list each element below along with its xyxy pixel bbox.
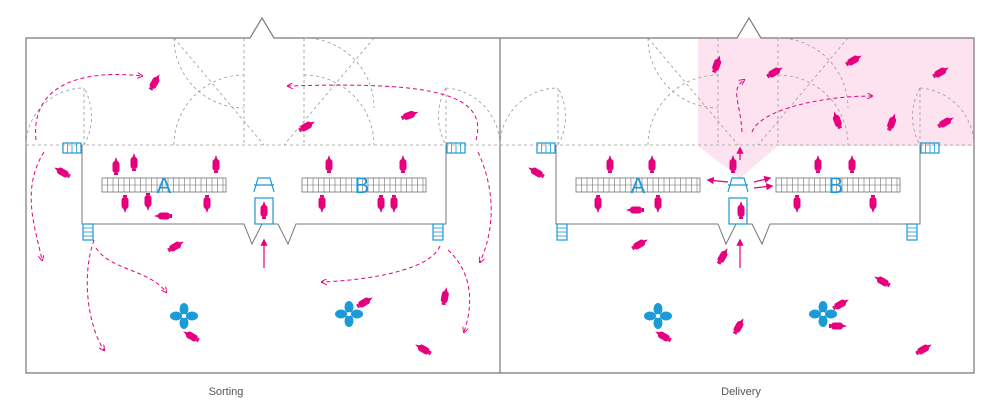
route-path (86, 239, 104, 350)
route-path (736, 80, 744, 133)
robot-icon (793, 195, 801, 213)
robot-icon (716, 248, 728, 265)
robot-icon (631, 239, 648, 251)
building-outline (25, 16, 975, 374)
chute-icon (446, 142, 466, 154)
chute-icon (82, 223, 94, 241)
robot-icon (54, 167, 71, 179)
robot-icon (737, 201, 745, 219)
robot-icon (399, 155, 407, 173)
robot-icon (400, 110, 419, 120)
robot-icon (528, 167, 545, 179)
robot-icon (183, 331, 200, 343)
door-swing-guides (499, 37, 975, 146)
robot-icon (440, 287, 449, 306)
route-path (751, 96, 872, 133)
robot-icon (318, 195, 326, 213)
robot-icon (729, 155, 737, 173)
movement-arrow (753, 175, 772, 183)
route-path (95, 247, 166, 292)
robot-icon (325, 155, 333, 173)
storage-rack (101, 177, 227, 193)
chute-icon (536, 142, 556, 154)
induction-station (727, 177, 749, 225)
caption-sorting: Sorting (208, 386, 244, 398)
robot-icon (390, 195, 398, 213)
caption-delivery: Delivery (721, 386, 761, 398)
robot-icon (845, 55, 862, 67)
chute-icon (62, 142, 82, 154)
robot-icon (869, 195, 877, 213)
robot-icon (848, 155, 856, 173)
charging-station-icon (809, 301, 837, 327)
charging-station-icon (644, 303, 672, 329)
robot-icon (130, 153, 138, 171)
route-path (35, 74, 142, 141)
robot-icon (829, 322, 847, 330)
route-path (477, 151, 492, 262)
route-path (30, 151, 44, 260)
charging-station-icon (335, 301, 363, 327)
robot-icon (377, 195, 385, 213)
robot-icon (203, 195, 211, 213)
door-swing-guides (25, 37, 501, 146)
robot-icon (356, 297, 373, 309)
route-path (447, 249, 471, 332)
robot-icon (932, 67, 949, 79)
delivery-zone-highlight (698, 38, 974, 146)
storage-rack (301, 177, 427, 193)
robot-icon (260, 201, 268, 219)
robot-icon (937, 117, 954, 129)
robot-icon (212, 155, 220, 173)
zone-a-label: A (157, 173, 172, 198)
chute-icon (920, 142, 940, 154)
robot-icon (732, 318, 744, 335)
storage-rack (575, 177, 701, 193)
robot-icon (112, 157, 120, 175)
robot-icon (766, 67, 783, 79)
robot-icon (154, 212, 172, 220)
robot-icon (654, 195, 662, 213)
zone-a-label: A (631, 173, 646, 198)
zone-b-label: B (355, 173, 370, 198)
charging-station-icon (170, 303, 198, 329)
route-path (322, 245, 441, 282)
robot-icon (648, 155, 656, 173)
zone-b-label: B (829, 173, 844, 198)
chute-icon (906, 223, 918, 241)
chute-icon (556, 223, 568, 241)
robot-icon (594, 195, 602, 213)
movement-arrow (753, 183, 774, 191)
robot-icon (148, 74, 160, 91)
robot-icon (655, 331, 672, 343)
robot-icon (626, 206, 644, 214)
robot-icon (606, 155, 614, 173)
delivery-zone-funnel (698, 146, 778, 178)
robot-icon (832, 111, 842, 130)
storage-rack (775, 177, 901, 193)
route-path (288, 85, 479, 141)
induction-station (253, 177, 275, 225)
robot-icon (144, 193, 152, 211)
robot-icon (167, 241, 184, 253)
movement-arrow (706, 176, 729, 185)
robot-icon (874, 276, 891, 288)
robot-icon (121, 195, 129, 213)
robot-icon (298, 121, 315, 133)
robot-icon (415, 344, 432, 356)
robot-icon (915, 344, 932, 356)
robot-icon (712, 55, 722, 74)
robot-icon (814, 155, 822, 173)
robot-icon (832, 299, 849, 311)
chute-icon (432, 223, 444, 241)
robot-icon (887, 113, 897, 132)
